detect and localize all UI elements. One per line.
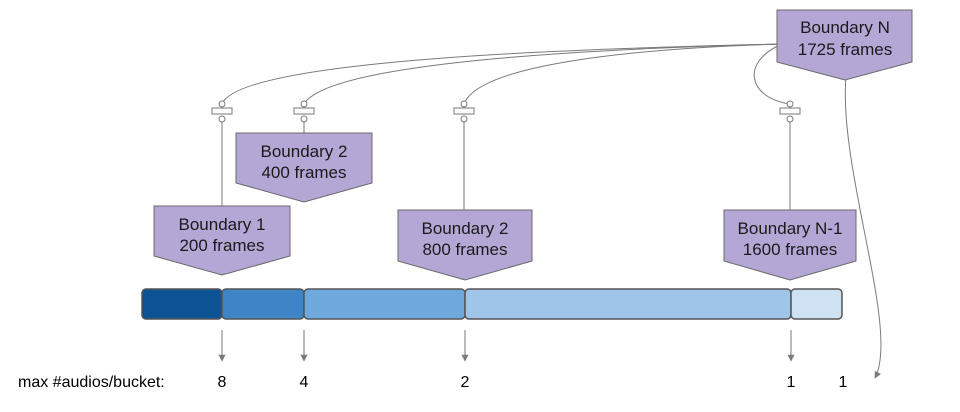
- joint-circle-top: [786, 100, 794, 108]
- callout-frames: 1600 frames: [743, 240, 838, 259]
- bucket-count-value: 2: [461, 374, 470, 391]
- callout-frames: 400 frames: [261, 163, 346, 182]
- connector-to-boundary-n-1: [753, 43, 791, 105]
- joint-circle-bottom: [786, 115, 794, 123]
- drop-lines: [221, 122, 791, 214]
- bucket-segment-5: [790, 288, 843, 320]
- connector-to-boundary-2a: [303, 43, 783, 105]
- callout-boundary-2b: Boundary 2 800 frames: [397, 209, 533, 281]
- callout-label: Boundary 1: [179, 215, 266, 234]
- bucket-count-value: 4: [300, 374, 309, 391]
- bucket-segment-1: [141, 288, 223, 320]
- bucket-count-row: max #audios/bucket: 8 4 2 1 1: [18, 374, 848, 391]
- joint-bar: [293, 107, 315, 115]
- connector-joint: [779, 100, 801, 123]
- callout-boundary-1: Boundary 1 200 frames: [153, 205, 291, 276]
- callout-label: Boundary 2: [422, 219, 509, 238]
- joint-circle-top: [460, 100, 468, 108]
- bucket-bar: [141, 288, 843, 320]
- connector-lines: [221, 43, 882, 379]
- joint-bar: [211, 107, 233, 115]
- boundary-callouts: Boundary 1 200 frames Boundary 2 400 fra…: [153, 9, 913, 281]
- callout-frames: 200 frames: [179, 236, 264, 255]
- callout-shape: [153, 205, 291, 276]
- joint-bar: [453, 107, 475, 115]
- joint-circle-bottom: [300, 115, 308, 123]
- connector-joint: [453, 100, 475, 123]
- connector-joints: [211, 100, 801, 123]
- callout-boundary-n-1: Boundary N-1 1600 frames: [723, 209, 857, 281]
- joint-circle-top: [218, 100, 226, 108]
- connector-to-boundary-1: [221, 43, 783, 105]
- callout-shape: [397, 209, 533, 281]
- callout-frames: 800 frames: [422, 240, 507, 259]
- connector-to-boundary-2b: [463, 43, 783, 105]
- bucket-row-label: max #audios/bucket:: [18, 374, 165, 391]
- joint-circle-top: [300, 100, 308, 108]
- callout-label: Boundary 2: [261, 142, 348, 161]
- callout-boundary-n: Boundary N 1725 frames: [776, 9, 913, 81]
- bucket-count-value: 8: [218, 374, 227, 391]
- callout-frames: 1725 frames: [798, 40, 893, 59]
- callout-label: Boundary N-1: [738, 219, 843, 238]
- bucket-segment-3: [303, 288, 466, 320]
- callout-shape: [235, 132, 373, 203]
- joint-circle-bottom: [460, 115, 468, 123]
- bucket-segment-2: [221, 288, 305, 320]
- callout-shape: [776, 9, 913, 81]
- connector-joint: [293, 100, 315, 123]
- callout-label: Boundary N: [800, 18, 890, 37]
- bucket-count-value: 1: [787, 374, 796, 391]
- callout-boundary-2a: Boundary 2 400 frames: [235, 132, 373, 203]
- count-arrows: [218, 330, 795, 362]
- joint-bar: [779, 107, 801, 115]
- bucket-count-value: 1: [839, 374, 848, 391]
- connector-to-boundary-n: [844, 75, 882, 379]
- connector-joint: [211, 100, 233, 123]
- joint-circle-bottom: [218, 115, 226, 123]
- callout-shape: [723, 209, 857, 281]
- bucket-segment-4: [464, 288, 792, 320]
